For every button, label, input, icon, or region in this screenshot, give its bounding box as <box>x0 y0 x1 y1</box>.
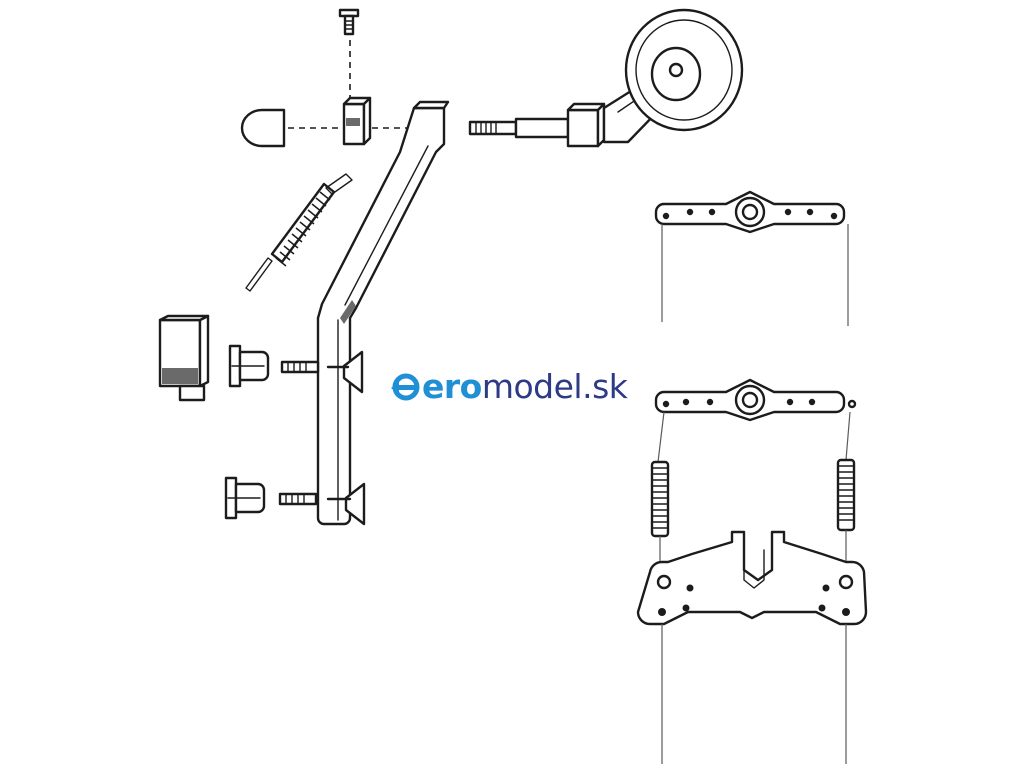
control-cables-upper <box>661 224 849 326</box>
coupling-block <box>342 96 372 146</box>
logo-a-mark-icon <box>391 373 420 401</box>
aeromodel-logo: ero model.sk <box>390 364 628 408</box>
logo-accent-text: ero <box>422 366 482 406</box>
bolt-upper <box>280 350 364 394</box>
bushing-lower <box>224 476 266 520</box>
bolt-lower <box>278 482 366 526</box>
end-cap <box>240 108 286 148</box>
cable-spring-left <box>650 411 670 570</box>
logo-rest-text: model.sk <box>481 366 628 406</box>
spring <box>245 173 353 292</box>
tail-bracket <box>636 530 868 626</box>
mount-block <box>158 314 210 402</box>
rudder-horn-simple <box>654 190 846 234</box>
rudder-horn-with-springs <box>654 378 857 422</box>
cable-spring-right <box>836 411 856 570</box>
screw <box>338 8 360 36</box>
wheel <box>624 8 744 132</box>
strut-leg <box>316 100 450 526</box>
bushing-upper <box>228 344 270 388</box>
control-cables-lower <box>661 624 847 764</box>
axle-bolt <box>468 117 570 139</box>
